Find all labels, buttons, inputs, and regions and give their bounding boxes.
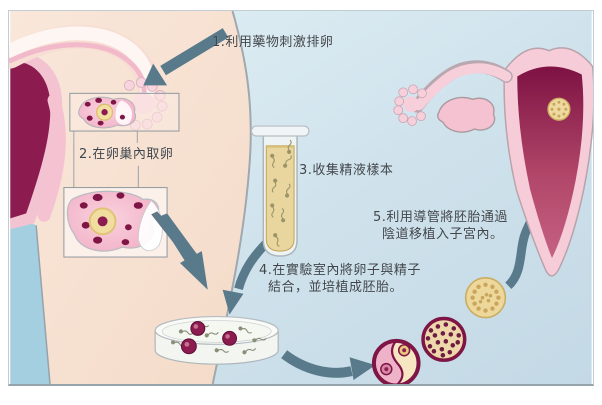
embryo-morula [421,316,467,362]
semen-test-tube [250,125,310,257]
uterus-transfer-illustration [393,47,593,277]
step1-label: 1.利用藥物刺激排卵 [212,35,334,50]
left-background-strip [10,215,51,384]
ovary-inset-box [69,92,180,132]
step4-label: 4.在實驗室內將卵子與精子 結合，並培植成胚胎。 [259,263,421,295]
embryo-blastocyst [464,277,507,319]
fimbriae-right [393,84,427,126]
ovary-right [437,96,496,133]
ivf-illustration [9,11,593,384]
eggs-in-dish [180,321,238,355]
embryo-two-cell [371,338,421,384]
step2-label: 2.在卵巢內取卵 [79,147,174,162]
ovary-magnified-box [63,187,201,265]
implanted-embryo [547,97,571,121]
uterus-interior [10,62,51,219]
step5-label: 5.利用導管將胚胎通過 陰道移植入子宮內。 [373,210,508,242]
step3-label: 3.收集精液樣本 [299,163,394,178]
step2-arrow-icon [157,213,208,290]
petri-dish [154,315,279,365]
step4-arrow-icon [281,350,376,381]
ivf-process-diagram: 1.利用藥物刺激排卵 2.在卵巢內取卵 3.收集精液樣本 4.在實驗室內將卵子與… [8,10,594,386]
follicles [79,192,143,246]
step1-arrow-icon [143,28,229,86]
inset-connector-lines [73,131,139,188]
